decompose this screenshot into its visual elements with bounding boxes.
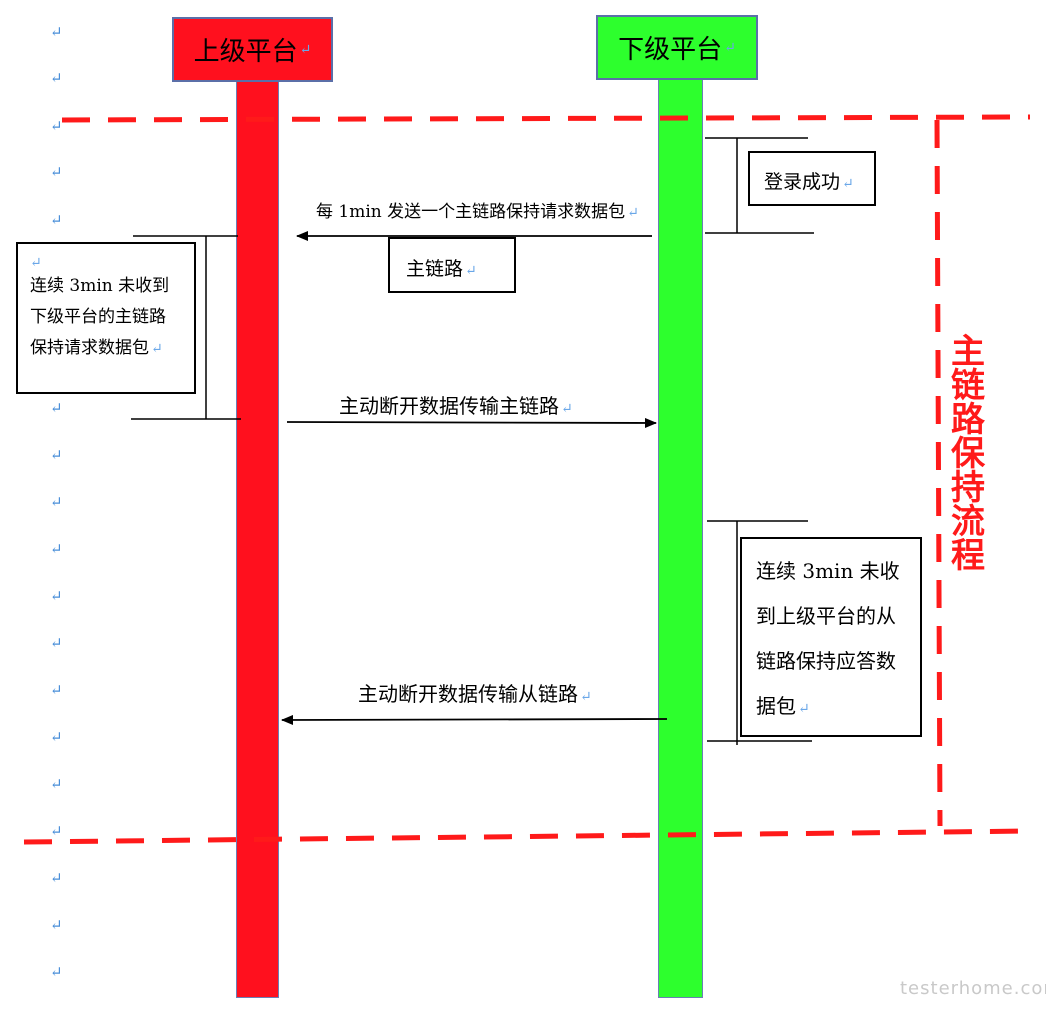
- lower-platform-lifeline: [658, 78, 703, 998]
- paragraph-mark: ↵: [50, 634, 63, 652]
- paragraph-mark: ↵: [50, 963, 63, 981]
- paragraph-mark: ↵: [50, 211, 63, 229]
- frame-bottom-dash: [23, 828, 1031, 845]
- paragraph-mark: ↵: [50, 587, 63, 605]
- paragraph-mark: ↵: [50, 728, 63, 746]
- paragraph-mark: ↵: [50, 681, 63, 699]
- disconnect-main-arrow: [286, 417, 657, 428]
- paragraph-mark: ↵: [50, 775, 63, 793]
- paragraph-mark: ↵: [50, 117, 63, 135]
- upper-platform-header: 上级平台↵: [172, 17, 333, 82]
- disconnect-main-label: 主动断开数据传输主链路↵: [339, 394, 573, 418]
- disconnect-sub-label: 主动断开数据传输从链路↵: [358, 682, 592, 706]
- main-link-keepalive-title: 主 链 路 保 持 流 程: [951, 332, 985, 576]
- lower-platform-header: 下级平台↵: [596, 15, 758, 80]
- paragraph-mark: ↵: [50, 540, 63, 558]
- paragraph-mark: ↵: [50, 399, 63, 417]
- paragraph-mark: ↵: [50, 23, 63, 41]
- paragraph-mark: ↵: [50, 822, 63, 840]
- frame-right-dash: [934, 119, 943, 827]
- main-link-note: 主链路↵: [388, 237, 516, 293]
- paragraph-mark: ↵: [50, 163, 63, 181]
- upper-platform-lifeline: [236, 80, 279, 998]
- disconnect-sub-arrow: [281, 714, 668, 725]
- paragraph-mark: ↵: [50, 69, 63, 87]
- paragraph-mark: ↵: [50, 446, 63, 464]
- lower-platform-label: 下级平台: [618, 35, 723, 65]
- login-success-note: 登录成功↵: [748, 151, 876, 206]
- upper-platform-label: 上级平台: [193, 37, 298, 67]
- upper-timeout-note: ↵ 连续 3min 未收到 下级平台的主链路 保持请求数据包↵: [16, 242, 196, 394]
- lower-timeout-note: 连续 3min 未收 到上级平台的从 链路保持应答数 据包↵: [740, 537, 922, 737]
- heartbeat-message-label: 每 1min 发送一个主链路保持请求数据包↵: [316, 202, 639, 222]
- paragraph-mark: ↵: [50, 916, 63, 934]
- paragraph-mark: ↵: [50, 493, 63, 511]
- frame-top-dash: [61, 114, 1031, 123]
- watermark: testerhome.com: [900, 978, 1046, 999]
- paragraph-mark: ↵: [50, 869, 63, 887]
